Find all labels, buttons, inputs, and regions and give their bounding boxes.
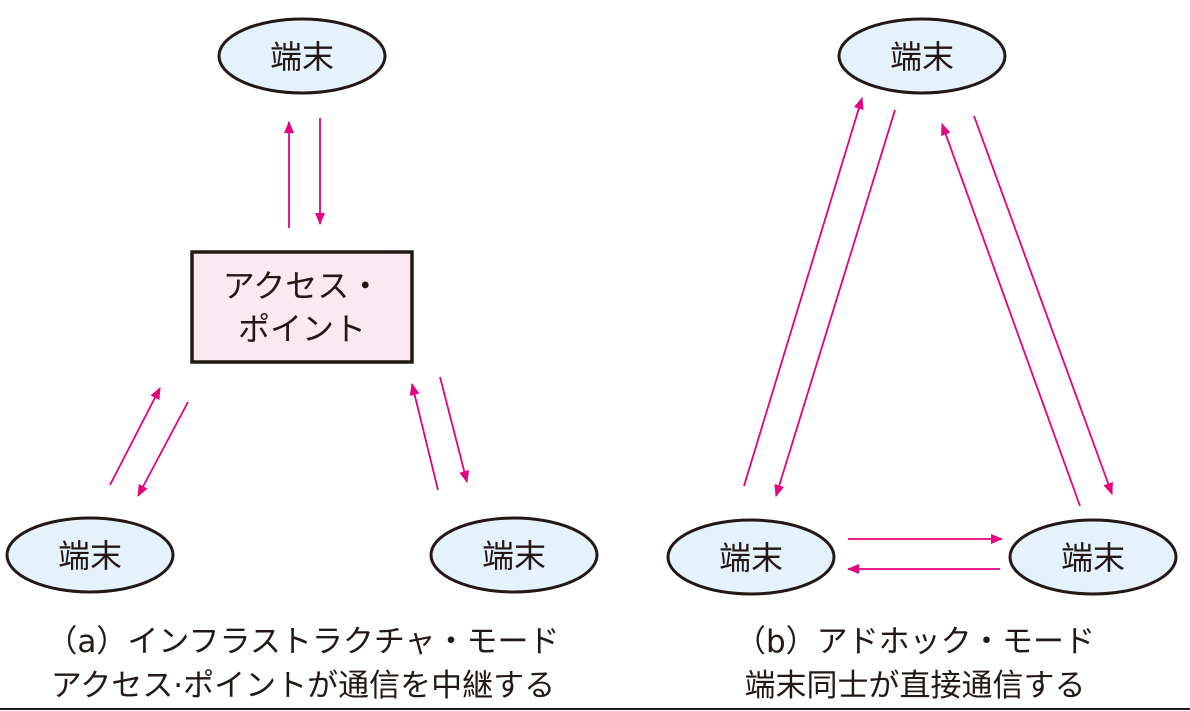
terminal-node-a-left <box>5 516 175 594</box>
arrow-a-left-to-ap <box>109 387 161 486</box>
arrow-b-right-to-top <box>941 123 1081 507</box>
arrow-a-right-to-ap <box>409 383 439 491</box>
terminal-label-b-top: 端末 <box>890 38 954 76</box>
terminal-label-b-left: 端末 <box>719 539 783 577</box>
caption-a-line2: アクセス·ポイントが通信を中継する <box>51 668 555 704</box>
arrow-a-ap-to-right <box>439 376 470 483</box>
arrow-b-top-to-right <box>973 115 1113 495</box>
caption-a-line1: （a）インフラストラクチャ・モード <box>46 624 559 660</box>
terminal-label-a-right: 端末 <box>482 537 546 575</box>
access-point-label-line2: ポイント <box>238 310 366 348</box>
arrow-b-top-to-left <box>774 109 896 497</box>
diagram-b: 端末 端末 端末 （b）アドホック・モード 端末同士が直接通信する <box>666 17 1178 704</box>
terminal-node-b-left <box>666 518 836 596</box>
arrow-a-ap-to-left <box>137 401 189 497</box>
terminal-node-a-top <box>217 17 387 95</box>
arrow-b-left-to-top <box>743 97 864 487</box>
terminal-label-a-top: 端末 <box>270 38 334 76</box>
diagram-a: 端末 アクセス・ ポイント 端末 端末 （a）インフラストラクチャ・モード アク… <box>5 17 599 704</box>
terminal-node-b-top <box>837 17 1007 95</box>
access-point-box <box>190 250 414 364</box>
terminal-label-b-right: 端末 <box>1061 539 1125 577</box>
terminal-label-a-left: 端末 <box>58 537 122 575</box>
terminal-node-b-right <box>1008 518 1178 596</box>
access-point-label-line1: アクセス・ <box>223 267 381 305</box>
caption-b-line2: 端末同士が直接通信する <box>745 668 1086 704</box>
caption-b-line1: （b）アドホック・モード <box>735 624 1095 660</box>
terminal-node-a-right <box>429 516 599 594</box>
